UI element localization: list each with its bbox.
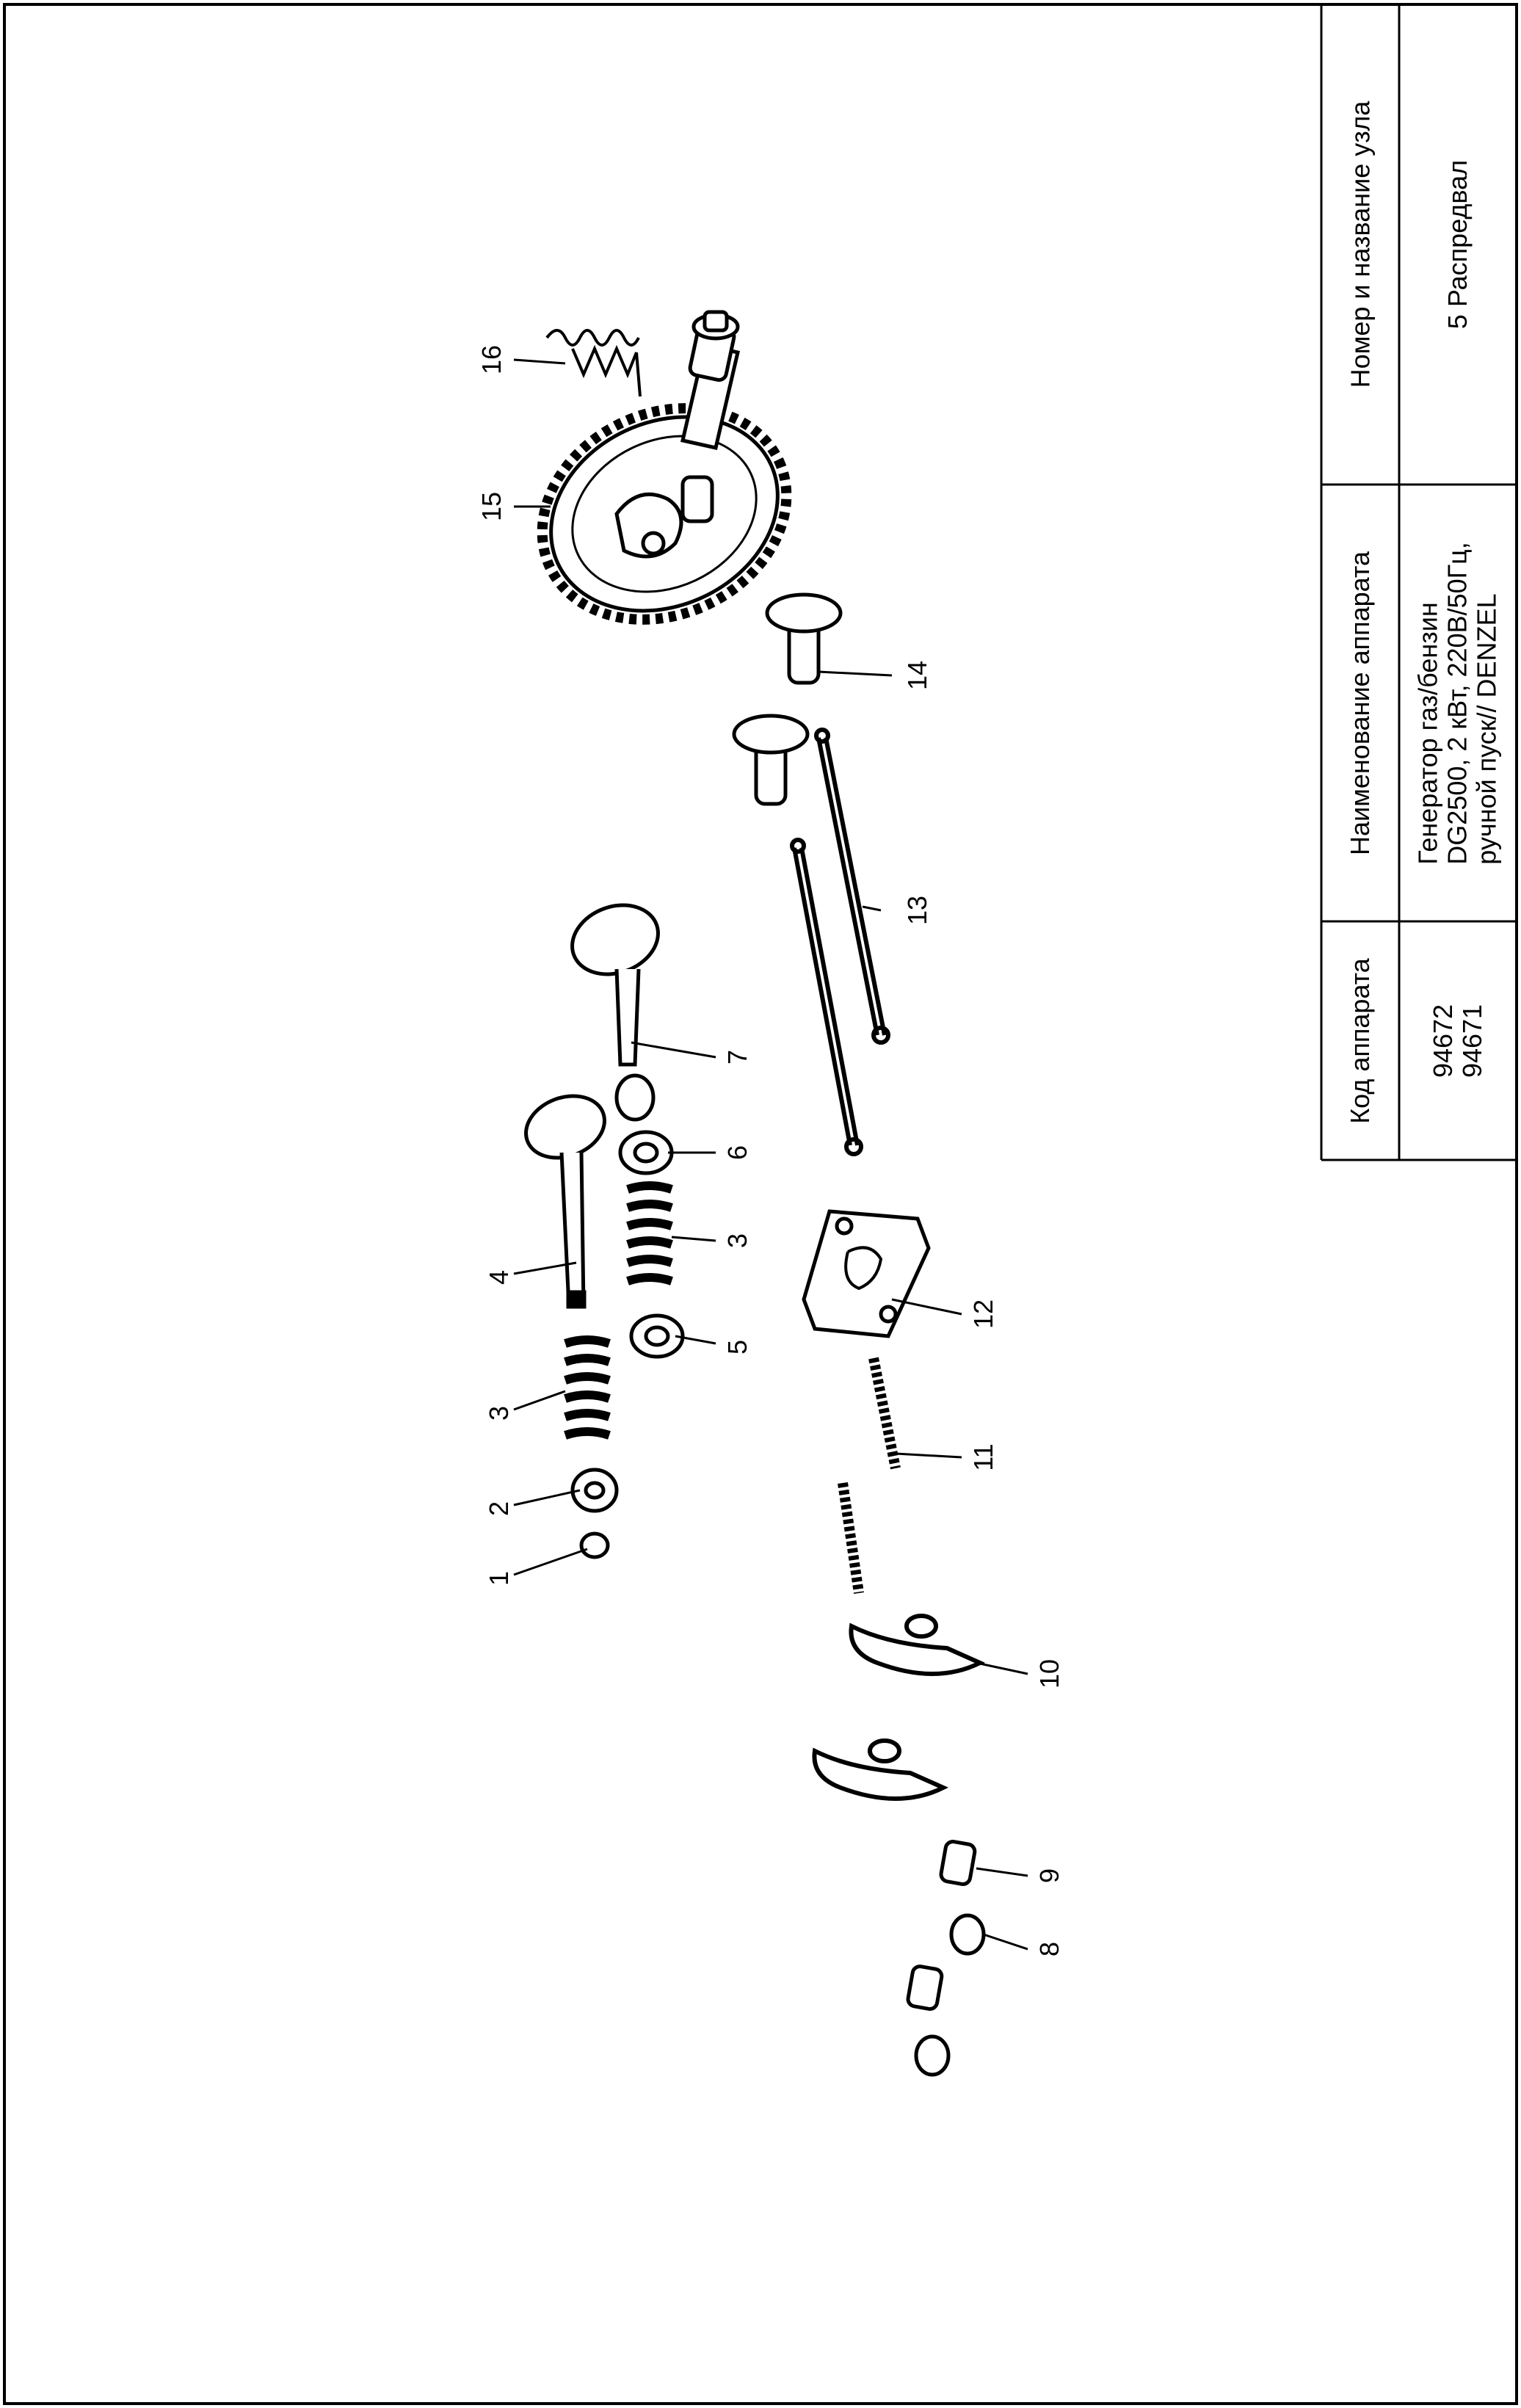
- guide-plate: [802, 1209, 931, 1338]
- rocker-arms: [812, 1614, 986, 1801]
- callout-11: 11: [968, 1443, 998, 1471]
- unit-header: Номер и название узла: [1345, 101, 1376, 388]
- callout-3b: 3: [722, 1233, 752, 1249]
- callout-14: 14: [902, 660, 932, 691]
- name-value-cell: Генератор газ/бензин DG2500, 2 кВт, 220В…: [1399, 485, 1517, 921]
- callout-6: 6: [722, 1145, 752, 1161]
- callout-2: 2: [484, 1501, 514, 1517]
- name-line-1: Генератор газ/бензин: [1413, 601, 1444, 865]
- tappets: [732, 592, 843, 806]
- unit-value: 5 Распредвал: [1442, 159, 1473, 330]
- unit-value-cell: 5 Распредвал: [1399, 4, 1517, 485]
- callout-9: 9: [1034, 1868, 1064, 1884]
- callout-12: 12: [968, 1299, 998, 1330]
- valves: [524, 903, 660, 1309]
- callout-4: 4: [484, 1269, 514, 1285]
- name-header: Наименование аппарата: [1345, 551, 1376, 855]
- callout-3a: 3: [484, 1405, 514, 1421]
- spring-16: [545, 329, 642, 397]
- name-line-3: ручной пуск// DENZEL: [1472, 592, 1503, 865]
- callout-8: 8: [1034, 1941, 1064, 1957]
- code-header-cell: Код аппарата: [1321, 921, 1399, 1160]
- code-value-cell: 94672 94671: [1399, 921, 1517, 1160]
- callout-16: 16: [476, 344, 507, 375]
- sheet-frame: [3, 3, 1518, 2405]
- name-header-cell: Наименование аппарата: [1321, 485, 1399, 921]
- springs-and-retainers: [564, 1073, 685, 1559]
- camshaft-gear: [537, 403, 792, 625]
- unit-header-cell: Номер и название узла: [1321, 4, 1399, 485]
- name-values: Генератор газ/бензин DG2500, 2 кВт, 220В…: [1413, 541, 1503, 865]
- push-rods: [790, 728, 890, 1156]
- title-block-grid: [1320, 4, 1517, 1161]
- camshaft: [680, 310, 741, 450]
- callout-13: 13: [902, 895, 932, 926]
- callout-1: 1: [484, 1570, 514, 1586]
- callout-10: 10: [1034, 1658, 1064, 1689]
- code-header: Код аппарата: [1345, 957, 1376, 1124]
- adjusters-and-nuts: [906, 1840, 986, 2077]
- studs: [838, 1357, 901, 1595]
- callout-7: 7: [722, 1049, 752, 1065]
- code-values: 94672 94671: [1427, 1004, 1487, 1078]
- callout-15: 15: [476, 491, 507, 522]
- callout-5: 5: [722, 1339, 752, 1355]
- leader-lines: [513, 358, 1028, 1951]
- name-line-2: DG2500, 2 кВт, 220В/50Гц,: [1442, 541, 1473, 865]
- code-value-2: 94671: [1456, 1004, 1487, 1078]
- code-value-1: 94672: [1427, 1004, 1458, 1078]
